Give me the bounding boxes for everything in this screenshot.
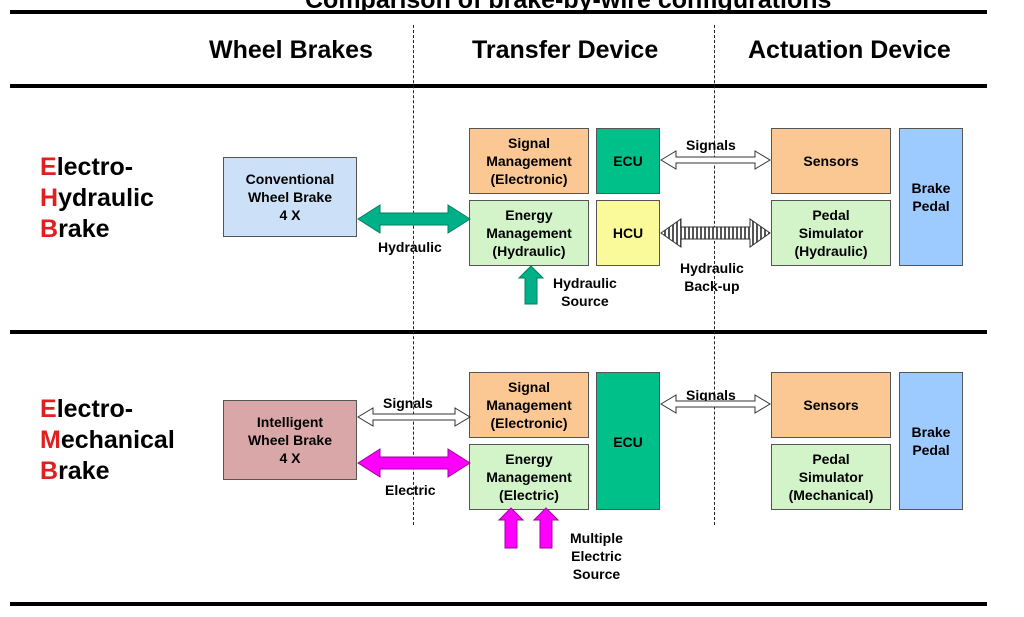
ehb-backup-line1: Hydraulic (680, 260, 744, 276)
emb-energy-mgmt-line2: Management (486, 469, 572, 485)
ehb-hydraulic-arrow-label: Hydraulic (378, 239, 442, 255)
emb-brake-pedal-line2: Pedal (912, 442, 950, 458)
emb-source-line3: Source (572, 566, 621, 582)
ehb-signal-mgmt-line2: Management (486, 153, 572, 169)
emb-signal-mgmt-line1: Signal (507, 379, 550, 395)
emb-pedal-sim-line2: Simulator (798, 469, 864, 485)
ehb-pedal-simulator-box: Pedal Simulator (Hydraulic) (771, 200, 891, 266)
ehb-pedal-sim-line2: Simulator (798, 225, 864, 241)
ehb-energy-mgmt-line1: Energy (505, 207, 553, 223)
emb-brake-pedal-line1: Brake (911, 424, 951, 440)
emb-electric-source-arrow-1 (497, 507, 525, 549)
emb-energy-management-box: Energy Management (Electric) (469, 444, 589, 510)
ehb-sensors-label: Sensors (803, 153, 859, 169)
middle-rule (10, 330, 987, 334)
ehb-energy-management-box: Energy Management (Hydraulic) (469, 200, 589, 266)
ehb-signal-management-box: Signal Management (Electronic) (469, 128, 589, 194)
ehb-label-rest-3: rake (58, 215, 110, 243)
top-rule (10, 10, 987, 14)
emb-pedal-sim-line3: (Mechanical) (788, 487, 874, 503)
ehb-label-rest-1: lectro- (56, 153, 134, 181)
ehb-pedal-sim-line3: (Hydraulic) (794, 243, 868, 259)
row-label-emb: Electro- Mechanical Brake (40, 394, 175, 487)
ehb-hydraulic-source-arrow (517, 265, 545, 305)
ehb-wheel-brake-line2: Wheel Brake (247, 189, 333, 205)
emb-pedal-simulator-box: Pedal Simulator (Mechanical) (771, 444, 891, 510)
ehb-signals-double-arrow (660, 150, 771, 170)
emb-signals-label: Signals (686, 387, 736, 403)
column-divider-right (714, 25, 715, 525)
ehb-hydraulic-double-arrow (357, 204, 471, 234)
column-header-transfer-device: Transfer Device (472, 36, 659, 64)
emb-ecu-box: ECU (596, 372, 660, 510)
ehb-energy-mgmt-line2: Management (486, 225, 572, 241)
emb-pedal-sim-line1: Pedal (812, 451, 850, 467)
ehb-label-cap-1: E (40, 153, 57, 181)
ehb-hydraulic-backup-label: Hydraulic Back-up (680, 259, 744, 295)
emb-brake-pedal-box: Brake Pedal (899, 372, 963, 510)
ehb-brake-pedal-line2: Pedal (912, 198, 950, 214)
ehb-pedal-sim-line1: Pedal (812, 207, 850, 223)
ehb-wheel-brake-line3: 4 X (279, 207, 301, 223)
emb-ecu-label: ECU (613, 434, 643, 450)
bottom-rule (10, 602, 987, 606)
ehb-ecu-box: ECU (596, 128, 660, 194)
ehb-signal-mgmt-line1: Signal (507, 135, 550, 151)
ehb-label-cap-2: H (40, 184, 59, 212)
ehb-energy-mgmt-line3: (Hydraulic) (492, 243, 566, 259)
ehb-hcu-box: HCU (596, 200, 660, 266)
ehb-hydraulic-backup-arrow (660, 218, 771, 248)
emb-intelligent-wheel-brake-box: Intelligent Wheel Brake 4 X (223, 400, 357, 480)
ehb-source-line1: Hydraulic (553, 275, 617, 291)
ehb-ecu-label: ECU (613, 153, 643, 169)
emb-multiple-electric-source-label: Multiple Electric Source (570, 529, 623, 583)
column-header-actuation-device: Actuation Device (748, 36, 951, 64)
emb-electric-source-arrow-2 (532, 507, 560, 549)
ehb-label-cap-3: B (40, 215, 59, 243)
emb-label-rest-1: lectro- (56, 395, 134, 423)
emb-wheel-brake-line2: Wheel Brake (247, 432, 333, 448)
ehb-sensors-box: Sensors (771, 128, 891, 194)
emb-signal-mgmt-line2: Management (486, 397, 572, 413)
emb-signal-mgmt-line3: (Electronic) (490, 415, 568, 431)
emb-sensors-box: Sensors (771, 372, 891, 438)
emb-label-cap-3: B (40, 457, 59, 485)
ehb-brake-pedal-box: Brake Pedal (899, 128, 963, 266)
emb-source-line2: Electric (571, 548, 622, 564)
ehb-wheel-brake-line1: Conventional (245, 171, 335, 187)
emb-wheel-brake-line3: 4 X (279, 450, 301, 466)
row-label-ehb: Electro- Hydraulic Brake (40, 152, 154, 245)
column-divider-left (413, 25, 414, 525)
ehb-backup-line2: Back-up (684, 278, 740, 294)
ehb-signal-mgmt-line3: (Electronic) (490, 171, 568, 187)
emb-wheel-brake-line1: Intelligent (256, 414, 324, 430)
emb-electric-double-arrow (357, 448, 471, 478)
emb-signal-management-box: Signal Management (Electronic) (469, 372, 589, 438)
ehb-hydraulic-source-label: Hydraulic Source (553, 274, 617, 310)
emb-electric-label: Electric (385, 482, 436, 498)
ehb-source-line2: Source (561, 293, 609, 309)
ehb-brake-pedal-line1: Brake (911, 180, 951, 196)
emb-signals-wheel-double-arrow (357, 407, 471, 427)
emb-label-rest-2: echanical (60, 426, 175, 454)
ehb-hcu-label: HCU (612, 225, 644, 241)
emb-signals-wheel-label: Signals (383, 395, 433, 411)
ehb-signals-label: Signals (686, 137, 736, 153)
emb-label-rest-3: rake (58, 457, 110, 485)
header-rule (10, 84, 987, 88)
emb-label-cap-2: M (40, 426, 61, 454)
column-header-wheel-brakes: Wheel Brakes (209, 36, 373, 64)
emb-sensors-label: Sensors (803, 397, 859, 413)
emb-source-line1: Multiple (570, 530, 623, 546)
ehb-conventional-wheel-brake-box: Conventional Wheel Brake 4 X (223, 157, 357, 237)
emb-label-cap-1: E (40, 395, 57, 423)
ehb-label-rest-2: ydraulic (58, 184, 154, 212)
emb-energy-mgmt-line1: Energy (505, 451, 553, 467)
emb-signals-double-arrow (660, 394, 771, 414)
emb-energy-mgmt-line3: (Electric) (499, 487, 559, 503)
